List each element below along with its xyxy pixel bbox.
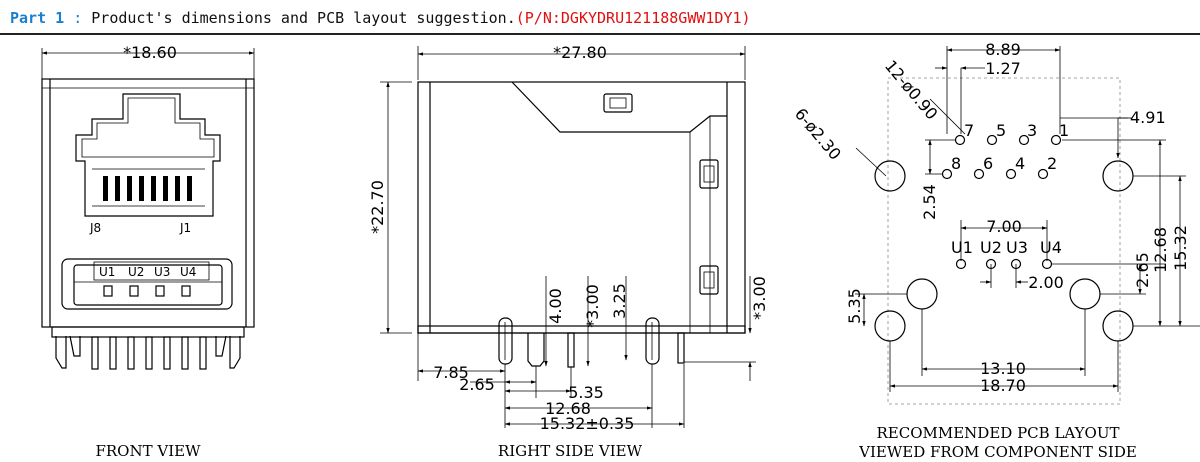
side-dim-7-85: 7.85 [433, 363, 469, 382]
pcb-u4: U4 [1040, 238, 1062, 257]
right-side-view: *27.80 *22.70 [368, 43, 769, 460]
pin-label-3: 3 [1027, 121, 1037, 140]
mount-hole-mid-right [1069, 278, 1101, 310]
label-j8: J8 [89, 221, 101, 235]
pcb-dim-2-65: 2.65 [1133, 252, 1152, 288]
pcb-dim-2-00: 2.00 [1028, 273, 1064, 292]
title-bar: Part 1 : Product's dimensions and PCB la… [0, 0, 1200, 36]
pin-label-5: 5 [996, 121, 1006, 140]
side-height-dim: *22.70 [368, 180, 387, 234]
pin-label-7: 7 [964, 121, 974, 140]
part-label: Part 1 [10, 9, 65, 27]
pcb-u1: U1 [951, 238, 973, 257]
side-length-dim: *27.80 [553, 43, 607, 62]
side-dim-15-32: 15.32±0.35 [540, 414, 635, 433]
pcb-holes-12: 12-ø0.90 [881, 56, 942, 123]
technical-drawing: *18.60 J8 J1 U1 U2 U3 U4 [41, 40, 1200, 461]
usb-label-u2: U2 [128, 265, 144, 279]
pcb-u3: U3 [1006, 238, 1028, 257]
pcb-dim-13-10: 13.10 [980, 359, 1026, 378]
usb-label-u1: U1 [99, 265, 115, 279]
side-dim-3-00a: *3.00 [583, 284, 602, 328]
rj45-pin-holes: 7 5 3 1 8 6 4 2 [941, 121, 1069, 180]
pcb-dim-12-68: 12.68 [1151, 227, 1170, 273]
pin-label-8: 8 [951, 154, 961, 173]
front-view-caption: FRONT VIEW [95, 442, 201, 460]
pcb-dim-18-70: 18.70 [980, 376, 1026, 395]
pcb-dim-1-27: 1.27 [985, 59, 1021, 78]
side-view-caption: RIGHT SIDE VIEW [498, 442, 643, 460]
pcb-dim-4-91: 4.91 [1130, 108, 1166, 127]
part-separator: : [64, 9, 92, 27]
part-number: (P/N:DGKYDRU121188GWW1DY1) [515, 9, 751, 27]
pcb-holes-6: 6-ø2.30 [791, 104, 845, 163]
usb-label-u3: U3 [154, 265, 170, 279]
mount-hole-mid-left [906, 278, 938, 310]
pcb-dim-15-32: 15.32 [1171, 225, 1190, 271]
usb-pin-holes: U1 U2 U3 U4 [951, 238, 1062, 270]
pcb-caption-1: RECOMMENDED PCB LAYOUT [877, 424, 1120, 442]
side-dim-3-25: 3.25 [610, 283, 629, 319]
rj45-contacts [103, 176, 192, 201]
front-pins [55, 335, 241, 370]
side-dim-3-00b: *3.00 [750, 276, 769, 320]
mount-hole-top-right [1102, 160, 1134, 192]
pin-label-6: 6 [983, 154, 993, 173]
pin-label-2: 2 [1047, 154, 1057, 173]
pin-label-4: 4 [1015, 154, 1025, 173]
pcb-dim-7-00: 7.00 [986, 217, 1022, 236]
part-description: Product's dimensions and PCB layout sugg… [91, 9, 516, 27]
pcb-layout: 8.89 1.27 12-ø0.90 6-ø2.30 4.91 7 5 3 1 … [791, 40, 1200, 461]
side-dim-12-68: 12.68 [545, 399, 591, 418]
mount-hole-top-left [874, 160, 906, 192]
pcb-u2: U2 [980, 238, 1002, 257]
pin-label-1: 1 [1059, 121, 1069, 140]
side-dim-4-00: 4.00 [546, 288, 565, 324]
side-dim-2-65: 2.65 [459, 375, 495, 394]
label-j1: J1 [179, 221, 191, 235]
mount-hole-bottom-left [874, 310, 906, 342]
side-dim-5-35: 5.35 [568, 383, 604, 402]
header-divider [0, 33, 1200, 35]
pcb-dim-8-89: 8.89 [985, 40, 1021, 59]
mount-hole-bottom-right [1102, 310, 1134, 342]
usb-label-u4: U4 [180, 265, 196, 279]
pcb-dim-5-35: 5.35 [845, 288, 864, 324]
pcb-caption-2: VIEWED FROM COMPONENT SIDE [858, 443, 1137, 461]
front-width-dim: *18.60 [123, 43, 177, 62]
front-view: *18.60 J8 J1 U1 U2 U3 U4 [41, 43, 255, 460]
pcb-dim-2-54: 2.54 [920, 184, 939, 220]
